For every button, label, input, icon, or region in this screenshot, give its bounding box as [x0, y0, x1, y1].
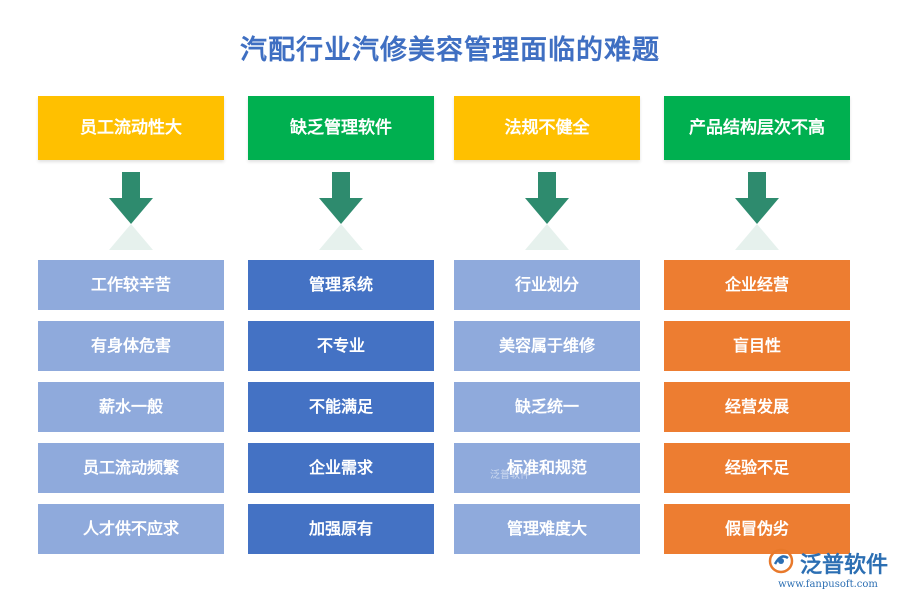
logo-url: www.fanpusoft.com — [778, 579, 878, 590]
list-item: 假冒伪劣 — [664, 504, 850, 554]
list-item: 企业经营 — [664, 260, 850, 310]
fanpu-logo-icon — [768, 548, 794, 578]
column-heading: 员工流动性大 — [38, 96, 224, 160]
list-item: 管理难度大 — [454, 504, 640, 554]
down-arrow-icon — [664, 160, 850, 260]
list-item: 盲目性 — [664, 321, 850, 371]
column-heading: 缺乏管理软件 — [248, 96, 434, 160]
column-3: 法规不健全 行业划分 美容属于维修 缺乏统一 标准和规范 管理难度大 — [454, 96, 640, 565]
list-item: 人才供不应求 — [38, 504, 224, 554]
down-arrow-icon — [248, 160, 434, 260]
list-item: 缺乏统一 — [454, 382, 640, 432]
column-heading: 法规不健全 — [454, 96, 640, 160]
list-item: 美容属于维修 — [454, 321, 640, 371]
brand-logo: 泛普软件 www.fanpusoft.com — [768, 547, 888, 590]
list-item: 标准和规范 — [454, 443, 640, 493]
column-heading: 产品结构层次不高 — [664, 96, 850, 160]
down-arrow-icon — [454, 160, 640, 260]
column-2: 缺乏管理软件 管理系统 不专业 不能满足 企业需求 加强原有 — [248, 96, 434, 565]
list-item: 经验不足 — [664, 443, 850, 493]
list-item: 薪水一般 — [38, 382, 224, 432]
list-item: 经营发展 — [664, 382, 850, 432]
list-item: 员工流动频繁 — [38, 443, 224, 493]
down-arrow-icon — [38, 160, 224, 260]
list-item: 有身体危害 — [38, 321, 224, 371]
list-item: 企业需求 — [248, 443, 434, 493]
list-item: 工作较辛苦 — [38, 260, 224, 310]
list-item: 不能满足 — [248, 382, 434, 432]
list-item: 行业划分 — [454, 260, 640, 310]
list-item: 管理系统 — [248, 260, 434, 310]
logo-name: 泛普软件 — [799, 553, 888, 578]
page-title: 汽配行业汽修美容管理面临的难题 — [240, 35, 660, 66]
column-4: 产品结构层次不高 企业经营 盲目性 经营发展 经验不足 假冒伪劣 — [664, 96, 850, 565]
list-item: 不专业 — [248, 321, 434, 371]
list-item: 加强原有 — [248, 504, 434, 554]
column-1: 员工流动性大 工作较辛苦 有身体危害 薪水一般 员工流动频繁 人才供不应求 — [38, 96, 224, 565]
